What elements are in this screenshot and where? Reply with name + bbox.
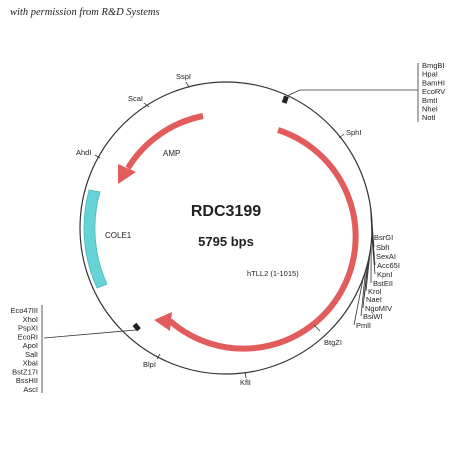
site-label-btgzi: BtgZI — [324, 338, 342, 347]
site-label-right: Acc65I — [377, 261, 400, 270]
site-label-right: KroI — [368, 287, 382, 296]
site-label-top-right: BmgBI — [422, 61, 445, 70]
site-label-left: AscI — [23, 385, 38, 394]
site-label-top-right: BmtI — [422, 96, 437, 105]
site-label-top-right: BamHI — [422, 78, 445, 87]
plasmid-backbone — [79, 81, 373, 375]
blpi-tick — [156, 353, 161, 360]
site-label-left: BssHII — [16, 376, 38, 385]
plasmid-size: 5795 bps — [198, 234, 254, 249]
insert-label: hTLL2 (1-1015) — [247, 269, 299, 278]
amp-label: AMP — [163, 149, 180, 158]
site-label-left: SalI — [25, 350, 38, 359]
site-label-right: BsiWI — [363, 312, 383, 321]
site-cluster-right: BsrGISbfISexAIAcc65IKpnIBstEIIKroINaeINg… — [353, 207, 400, 330]
site-label-left: EcoRI — [18, 332, 38, 341]
site-leader-line — [362, 264, 368, 309]
site-leader-line — [360, 271, 366, 317]
site-marker-left — [132, 322, 141, 332]
amp-arrowhead — [118, 164, 136, 184]
site-label-left: XbaI — [23, 359, 38, 368]
site-label-ahdi: AhdI — [76, 148, 91, 157]
site-label-right: NgoMIV — [365, 304, 392, 313]
ahdi-tick — [94, 154, 101, 159]
btgzi-tick — [313, 324, 321, 332]
permission-note: with permission from R&D Systems — [10, 7, 160, 18]
plasmid-name: RDC3199 — [191, 203, 261, 220]
site-label-right: NaeI — [366, 295, 382, 304]
site-label-left: BstZ17I — [12, 367, 38, 376]
cole1-label: COLE1 — [105, 231, 132, 240]
site-label-right: BsrGI — [374, 233, 393, 242]
site-label-left: XhoI — [23, 315, 38, 324]
site-label-top-right: NheI — [422, 105, 438, 114]
scai-tick — [143, 102, 150, 108]
kfli-tick — [244, 371, 247, 379]
amp-feature-arrow — [125, 113, 204, 170]
insert-arrowhead — [154, 312, 172, 331]
site-label-left: ApoI — [23, 341, 38, 350]
site-label-blpi: BlpI — [143, 360, 156, 369]
site-label-top-right: HpaI — [422, 70, 438, 79]
site-leader-line — [353, 277, 364, 326]
site-label-sspi: SspI — [176, 72, 191, 81]
site-label-top-right: NotI — [422, 113, 436, 122]
site-label-kfli: KflI — [240, 378, 251, 387]
site-label-right: SbfI — [376, 243, 389, 252]
site-label-right: KpnI — [377, 270, 392, 279]
site-leader-line — [371, 228, 376, 266]
sspi-tick — [185, 81, 190, 88]
site-cluster-left: Eco47IIIXhoIPspXIEcoRIApoISalIXbaIBstZ17… — [10, 305, 137, 394]
site-label-left: Eco47III — [10, 306, 38, 315]
site-label-right: BstEII — [373, 279, 393, 288]
site-label-right: SexAI — [376, 252, 396, 261]
cole1-feature — [83, 189, 108, 289]
site-label-top-right: EcoRV — [422, 87, 445, 96]
site-label-sphi: SphI — [346, 128, 361, 137]
site-leader-line — [370, 207, 373, 238]
site-leader-line — [365, 250, 371, 292]
insert-feature-arrow — [168, 127, 359, 352]
site-label-right: PmlI — [356, 321, 371, 330]
site-marker-top — [281, 95, 289, 104]
sphi-tick — [338, 133, 345, 139]
site-label-scai: ScaI — [128, 94, 143, 103]
site-label-left: PspXI — [18, 324, 38, 333]
site-leader-line — [371, 236, 376, 275]
